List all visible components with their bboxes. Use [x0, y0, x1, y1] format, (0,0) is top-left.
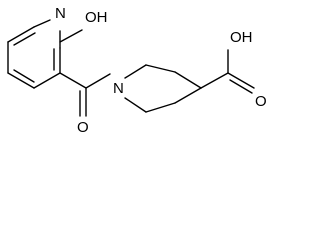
carboxylic-acid	[200, 49, 255, 94]
bond-cd-n	[124, 97, 147, 113]
bond-cooh-o-2	[229, 79, 253, 94]
bond-c6-c5	[7, 26, 35, 43]
carboxylic-acid-hydroxyl-label: OH	[230, 29, 253, 46]
bond-ca-cb	[145, 64, 176, 73]
bond-cb-c4	[174, 71, 202, 89]
structure-svg: N OH O N OH O	[7, 5, 267, 136]
carbonyl-oxygen-label: O	[77, 119, 89, 136]
bond-c4-cc	[174, 87, 202, 104]
bond-c3-carbonyl	[59, 72, 87, 89]
pyridine-ring	[7, 19, 83, 89]
piperidine-nitrogen-label: N	[113, 80, 124, 97]
bond-c3-c2	[33, 72, 61, 89]
carboxylic-acid-oxygen-label: O	[255, 93, 267, 110]
hydroxyl-label: OH	[85, 9, 108, 26]
chemical-structure-diagram: N OH O N OH O	[7, 4, 267, 136]
piperidine-ring	[124, 64, 202, 113]
bond-c4-c3	[7, 72, 35, 89]
bond-n-ca	[124, 64, 147, 79]
double-bond-c6-c5-inner	[13, 32, 36, 46]
bond-c4-cooh	[200, 72, 229, 89]
bond-c2-oh	[59, 29, 83, 43]
double-bond-c4-c3-inner	[13, 69, 35, 83]
bond-n1-c6	[33, 19, 51, 28]
pyridine-nitrogen-label: N	[55, 5, 66, 22]
bond-cooh-o-1	[227, 72, 255, 89]
amide-linkage	[59, 72, 111, 117]
bond-carbonyl-n	[85, 73, 111, 89]
bond-cc-cd	[145, 102, 176, 113]
